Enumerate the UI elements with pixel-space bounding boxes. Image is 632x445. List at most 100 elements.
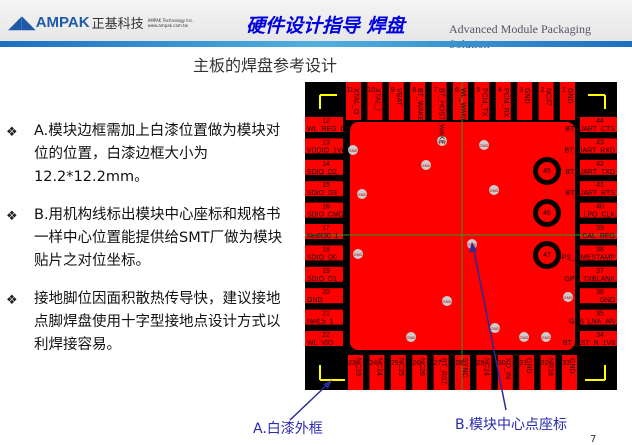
pin-number: 24 — [370, 360, 378, 367]
pin-number: 45 — [543, 168, 551, 175]
pin-name: VDDIO_1V8 — [307, 147, 346, 154]
right-pad — [580, 138, 617, 154]
via-label: GND — [491, 326, 500, 331]
header-band — [0, 41, 632, 47]
pin-number: 10 — [368, 87, 376, 94]
left-pad — [305, 309, 343, 325]
top-pad — [517, 82, 533, 120]
pin-name: CAL_REG — [582, 233, 615, 240]
pin-number: 21 — [322, 311, 330, 318]
bullet-text: 接地脚位因面积散热传导快，建议接地点脚焊盘使用十字型接地点设计方式以利焊接容易。 — [34, 291, 281, 353]
pin-name: NR18 — [547, 358, 554, 376]
pin-name: GPS_TXBLANK — [564, 276, 615, 283]
pin-number: 36 — [596, 289, 604, 296]
bottom-pad — [369, 355, 385, 390]
via-label: GND — [438, 139, 447, 144]
left-pad — [305, 331, 343, 346]
silkscreen-label: A.白漆外框 — [253, 421, 323, 437]
pin-name: NC37 — [545, 88, 552, 106]
left-pad — [305, 117, 343, 132]
brand-small: AMPAK Technology Inc.www.ampak.com.tw — [147, 17, 194, 28]
header-title: 硬件设计指导 焊盘 — [246, 15, 405, 37]
via-label: GND — [468, 242, 477, 247]
pin-number: 13 — [322, 139, 330, 146]
gnd-via — [421, 160, 431, 170]
bottom-pad — [433, 355, 449, 390]
pin-number: 32 — [541, 360, 549, 367]
pin-number: 43 — [596, 139, 604, 146]
pin-name: NC24 — [375, 358, 382, 376]
bottom-pad — [390, 355, 406, 390]
pin-name: SDIO_D2 — [307, 169, 337, 176]
pin-number: 8 — [412, 87, 416, 94]
bottom-pad — [497, 355, 513, 390]
left-pad — [305, 202, 343, 218]
pin-number: 26 — [412, 360, 420, 367]
right-pad — [580, 159, 617, 175]
left-pad — [305, 138, 343, 154]
pin-name: LPO_CLK — [583, 212, 615, 219]
pin-number: 42 — [596, 161, 604, 168]
top-pad — [346, 82, 361, 120]
pin-name: XO_IN — [504, 358, 511, 379]
right-pad — [580, 181, 617, 197]
brand-name: AMPAK — [35, 14, 90, 31]
top-pad — [388, 82, 404, 120]
pin-name: BT_UART_TXD — [565, 169, 615, 176]
via-label: GND — [480, 143, 489, 148]
via-label: GND — [520, 335, 529, 340]
bottom-pad — [540, 355, 556, 390]
right-pad — [580, 266, 617, 282]
via-label: GND — [349, 148, 358, 153]
pin-name: BT_HOST_WAKE — [438, 88, 445, 145]
pin-number: 28 — [455, 360, 463, 367]
pin-number: 37 — [596, 268, 604, 275]
bottom-pad — [562, 355, 577, 390]
pin-name: SYNC — [461, 358, 468, 377]
gnd-via — [348, 145, 358, 155]
pin-number: 7 — [434, 87, 438, 94]
bullet-text: B.用机构线标出模块中心座标和规格书一样中心位置能提供给SMT厂做为模块贴片之对… — [34, 207, 283, 269]
pin-name: NetL5_1 — [307, 319, 334, 326]
top-pad — [367, 82, 383, 120]
center-pad-47 — [538, 246, 556, 264]
pin-number: 6 — [455, 87, 459, 94]
pin-name: GPS_LNA_AN — [569, 319, 615, 326]
top-pad — [560, 82, 575, 120]
pin-number: 30 — [498, 360, 506, 367]
bottom-pad — [412, 355, 428, 390]
left-pad — [305, 266, 343, 282]
right-pad — [580, 288, 617, 304]
pin-name: WL_WAKE — [459, 88, 466, 123]
via-label: GND — [542, 335, 551, 340]
silkscreen-arrow — [289, 381, 331, 421]
pin-number: 44 — [596, 118, 604, 125]
arrow-head-icon — [323, 380, 332, 389]
pin-number: 47 — [543, 252, 551, 259]
page-number: 7 — [590, 434, 597, 445]
pin-number: 17 — [322, 225, 330, 232]
pin-name: NC23 — [354, 358, 361, 376]
pin-name: NetR30_1 — [307, 233, 339, 240]
pin-name: WL_REG_ON — [307, 126, 351, 133]
center-label: B.模块中心点座标 — [455, 417, 568, 433]
via-label: GND — [422, 163, 431, 168]
pin-number: 22 — [322, 332, 330, 339]
top-pad — [495, 82, 511, 120]
via-label: GND — [564, 295, 573, 300]
page-title: 主板的焊盘参考设计 — [193, 56, 338, 75]
pin-name: WL_VIO — [307, 340, 334, 347]
gnd-via — [519, 332, 529, 342]
bottom-pad — [519, 355, 535, 390]
pin-name: BT_UART_RTS — [565, 190, 615, 197]
logo-mark-icon: ◢◣ — [8, 12, 36, 33]
pin-name: SDIO_CMD — [307, 212, 344, 219]
gnd-via — [357, 189, 367, 199]
right-pad — [580, 245, 617, 261]
center-pad-45 — [538, 162, 556, 180]
pin-name: GPS_TIMESTAMP — [556, 254, 615, 261]
pin-number: 14 — [322, 161, 330, 168]
brand-cn: 正基科技 — [91, 17, 144, 32]
pin-number: 9 — [391, 87, 395, 94]
via-label: GND — [354, 252, 363, 257]
